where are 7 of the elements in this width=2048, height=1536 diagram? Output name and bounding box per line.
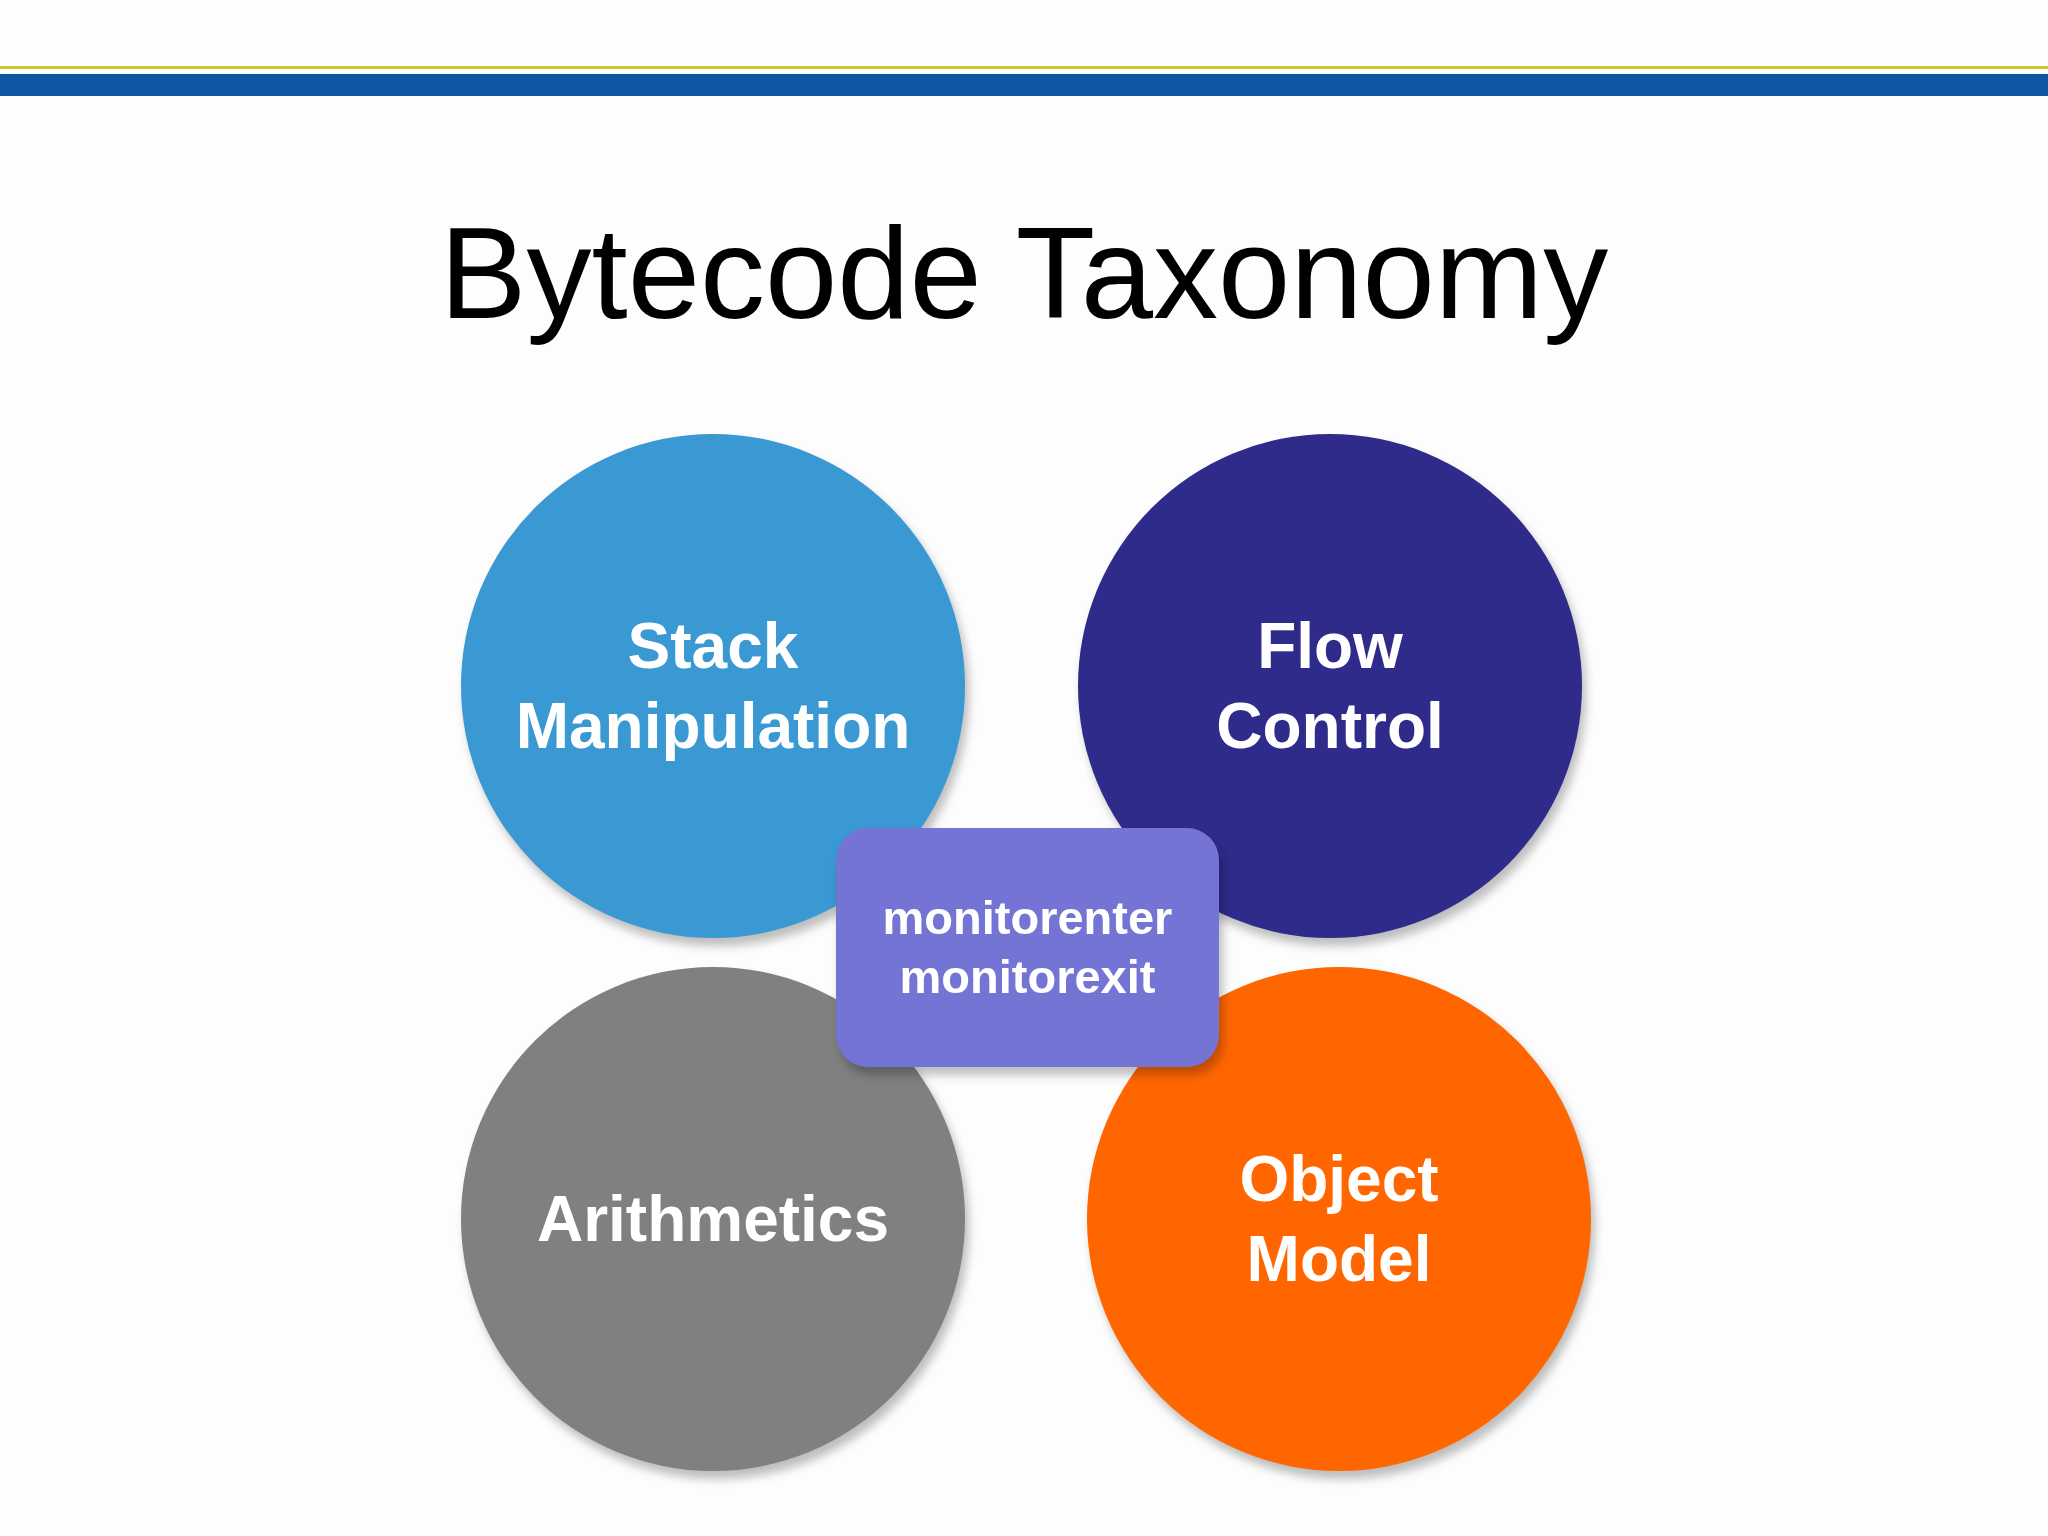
node-label: Object Model	[1238, 1142, 1440, 1297]
node-label: monitorenter monitorexit	[881, 889, 1174, 1005]
slide-title: Bytecode Taxonomy	[438, 199, 1610, 348]
node-label: Stack Manipulation	[514, 609, 912, 764]
node-label: Flow Control	[1215, 609, 1445, 764]
overlap-box	[836, 828, 1219, 1067]
node-label: Arithmetics	[535, 1182, 891, 1257]
